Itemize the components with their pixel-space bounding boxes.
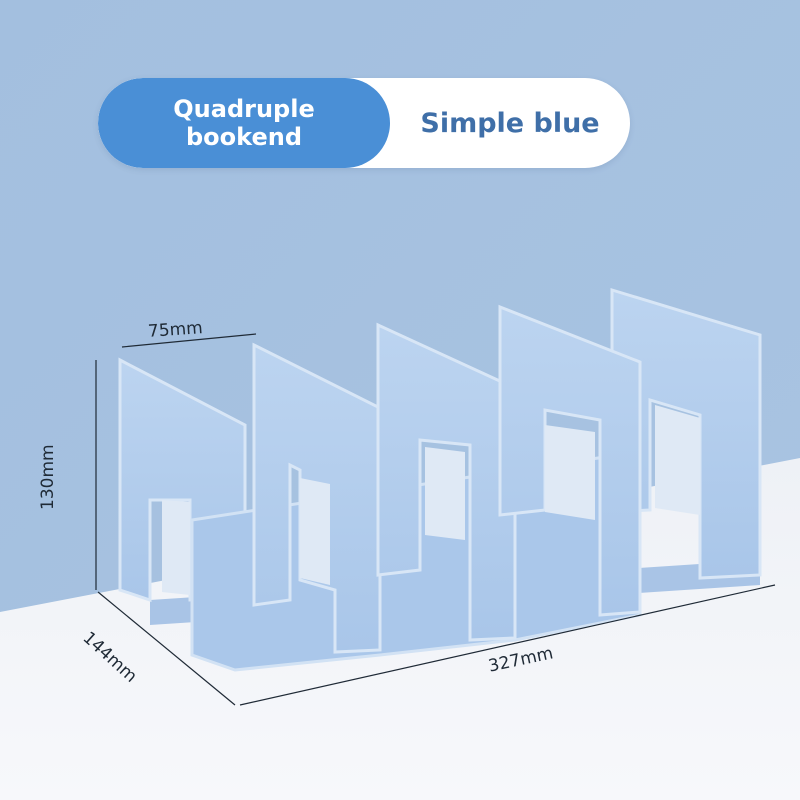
bookend-opening (162, 500, 190, 595)
product-name-line1: Quadruple (173, 95, 315, 123)
bookend-opening (655, 405, 700, 515)
width-dimension-line (121, 333, 257, 348)
width-label: 75mm (147, 318, 204, 342)
height-label: 130mm (38, 444, 58, 510)
depth-dimension-line (97, 591, 236, 706)
quadruple-bookend (118, 287, 762, 672)
bookend-opening (425, 447, 465, 540)
product-banner: Quadruple bookend Simple blue (98, 78, 630, 168)
dimension-lines (95, 333, 776, 706)
product-name-badge: Quadruple bookend (98, 78, 390, 168)
bookend-opening (545, 425, 595, 520)
length-dimension-line (239, 584, 776, 706)
color-name-label: Simple blue (420, 107, 600, 139)
bookend-panel-3 (498, 304, 642, 617)
bookend-opening (300, 478, 330, 585)
product-name-line2: bookend (185, 123, 302, 151)
